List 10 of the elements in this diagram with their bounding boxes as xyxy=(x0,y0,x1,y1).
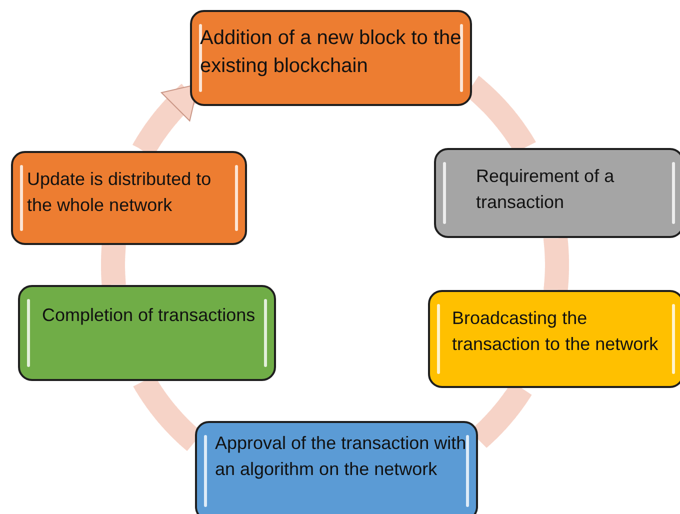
process-box xyxy=(18,285,276,381)
step-text: Approval of the transaction with an algorithm on the network xyxy=(215,432,468,481)
step-text: Requirement of a transaction xyxy=(476,165,616,214)
step-text: Update is distributed to the whole network xyxy=(27,168,212,217)
process-box xyxy=(195,421,478,514)
step-text: Completion of transactions xyxy=(42,304,256,327)
process-box xyxy=(11,151,247,245)
process-box xyxy=(428,290,680,388)
step-text: Broadcasting the transaction to the network xyxy=(452,307,660,356)
process-box xyxy=(434,148,680,238)
